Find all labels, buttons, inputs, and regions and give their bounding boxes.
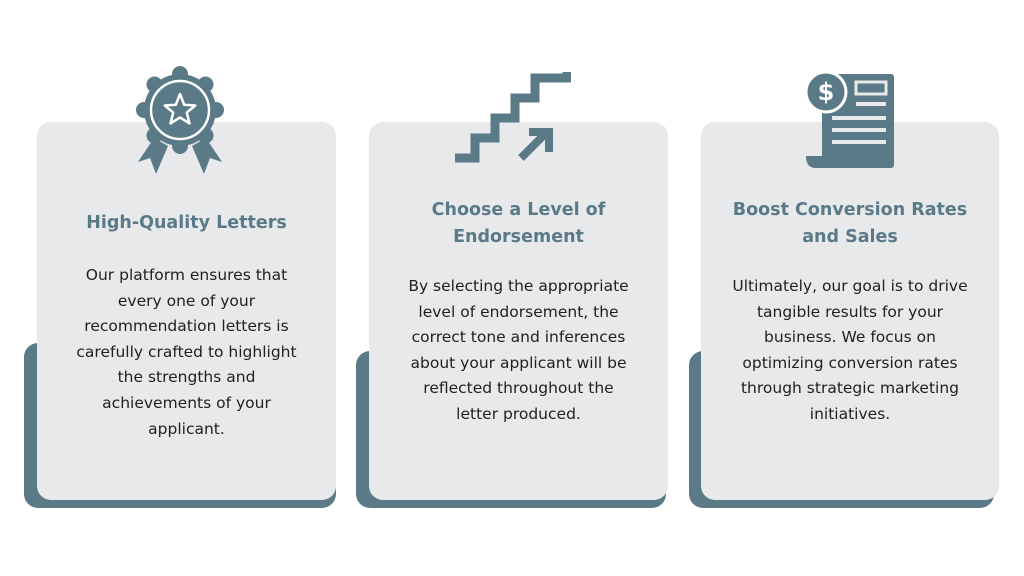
stairs-growth-arrow-icon bbox=[455, 72, 571, 163]
card-2: Choose a Level of Endorsement By selecti… bbox=[369, 122, 668, 500]
card-3: Boost Conversion Rates and Sales Ultimat… bbox=[701, 122, 999, 500]
card-1-title: High-Quality Letters bbox=[86, 213, 287, 233]
card-1: High-Quality Letters Our platform ensure… bbox=[37, 122, 336, 500]
card-2-title: Choose a Level of Endorsement bbox=[431, 200, 606, 247]
card-3-title: Boost Conversion Rates and Sales bbox=[732, 200, 968, 247]
svg-text:$: $ bbox=[818, 78, 835, 106]
invoice-dollar-icon: $ bbox=[804, 70, 894, 168]
award-ribbon-star-icon bbox=[136, 66, 224, 174]
card-1-body: Our platform ensures that every one of y… bbox=[76, 266, 297, 438]
card-2-body: By selecting the appropriate level of en… bbox=[408, 277, 629, 423]
card-3-body: Ultimately, our goal is to drive tangibl… bbox=[732, 277, 968, 423]
